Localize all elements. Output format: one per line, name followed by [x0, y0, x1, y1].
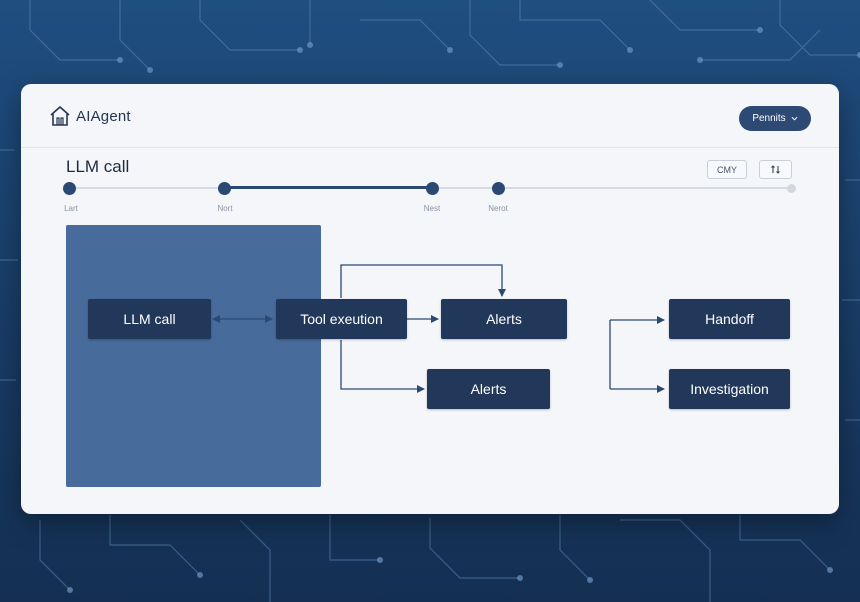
flow-node-alerts-secondary[interactable]: Alerts: [427, 369, 550, 409]
flow-node-tool-execution[interactable]: Tool exeution: [276, 299, 407, 339]
flow-node-investigation[interactable]: Investigation: [669, 369, 790, 409]
step-label: Nest: [423, 204, 441, 213]
chevron-down-icon: [791, 116, 798, 121]
timeline-progress: [224, 186, 432, 189]
step-label: Lart: [64, 204, 78, 213]
flow-node-handoff[interactable]: Handoff: [669, 299, 790, 339]
timeline-end[interactable]: [787, 184, 796, 193]
brand[interactable]: AIAgent: [48, 104, 131, 128]
timeline-step-3[interactable]: [426, 182, 439, 195]
step-label: Nort: [217, 204, 233, 213]
flow-node-llm-call[interactable]: LLM call: [88, 299, 211, 339]
panel-header: AIAgent Pennits: [21, 84, 839, 148]
timeline-step-1[interactable]: [63, 182, 76, 195]
section-title: LLM call: [66, 157, 130, 176]
sort-icon: [771, 165, 780, 174]
cmy-button[interactable]: CMY: [707, 160, 747, 179]
sort-button[interactable]: [759, 160, 792, 179]
timeline-step-2[interactable]: [218, 182, 231, 195]
llm-call-region: [66, 225, 321, 487]
main-panel: AIAgent Pennits LLM call CMY Lart Nort N…: [21, 84, 839, 514]
permissions-label: Pennits: [752, 113, 786, 124]
step-label: Nerot: [488, 204, 508, 213]
permissions-dropdown-button[interactable]: Pennits: [739, 106, 811, 131]
timeline-step-4[interactable]: [492, 182, 505, 195]
house-icon: [50, 106, 70, 126]
flow-node-alerts[interactable]: Alerts: [441, 299, 567, 339]
app-name: AIAgent: [76, 107, 131, 125]
